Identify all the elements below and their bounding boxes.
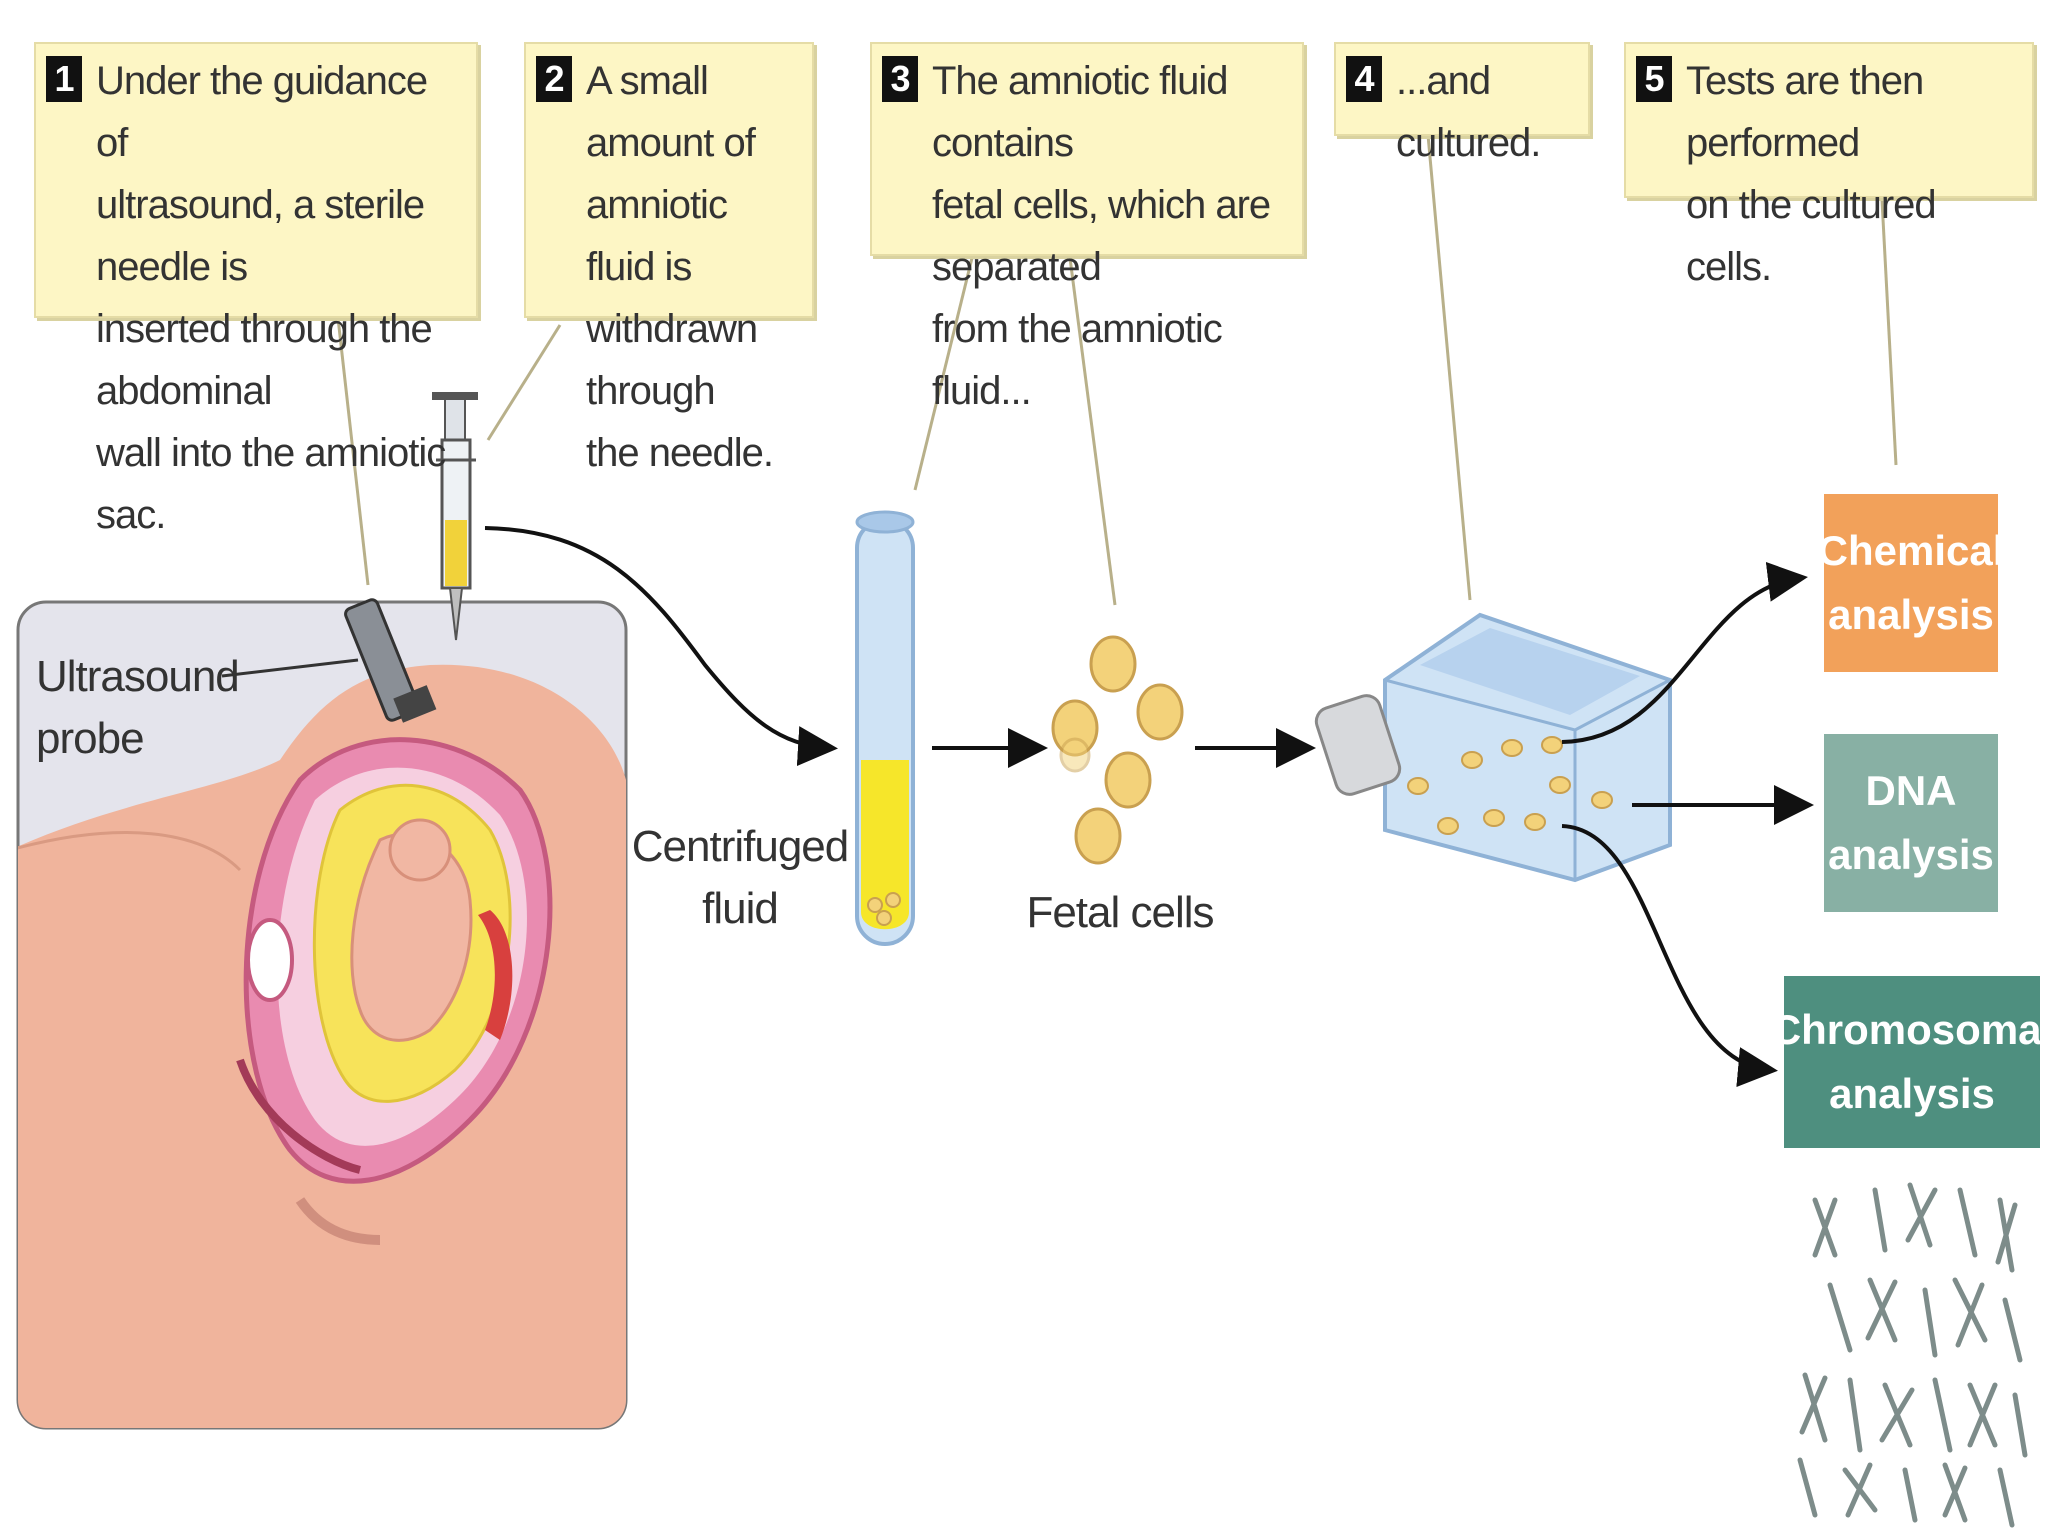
centrifuged-fluid-label: Centrifuged fluid xyxy=(631,822,849,933)
callout-lines xyxy=(336,134,1898,606)
chromosome-spread xyxy=(1797,1182,2028,1528)
fetal-cells-label: Fetal cells xyxy=(1026,888,1214,937)
step-number: 4 xyxy=(1346,56,1382,102)
step-text: Under the guidance of ultrasound, a ster… xyxy=(96,59,446,537)
dna-analysis-box: DNA analysis xyxy=(1824,734,1998,912)
step-3-callout: 3 The amniotic fluid contains fetal cell… xyxy=(870,42,1304,413)
ultrasound-probe-label: Ultrasound probe xyxy=(36,652,240,763)
ultrasound-probe xyxy=(344,598,437,723)
step-text: ...and cultured. xyxy=(1396,59,1541,165)
patient-panel xyxy=(16,598,628,1430)
arrow-syringe-to-tube xyxy=(484,526,838,767)
step-2-callout: 2 A small amount of amniotic fluid is wi… xyxy=(524,42,814,475)
step-text: Tests are then performed on the cultured… xyxy=(1686,59,1937,289)
fetal-cells xyxy=(1051,635,1184,865)
step-number: 5 xyxy=(1636,56,1672,102)
step-number: 1 xyxy=(46,56,82,102)
culture-flask xyxy=(1314,612,1672,883)
step-4-callout: 4 ...and cultured. xyxy=(1334,42,1590,165)
flow-arrows xyxy=(484,526,1814,1087)
step-1-callout: 1 Under the guidance of ultrasound, a st… xyxy=(34,42,478,537)
step-number: 2 xyxy=(536,56,572,102)
test-tube xyxy=(855,510,915,946)
arrow-to-chemical xyxy=(1561,562,1808,744)
fetus-shape xyxy=(350,832,473,1042)
step-5-callout: 5 Tests are then performed on the cultur… xyxy=(1624,42,2034,289)
arrow-to-chromosomal xyxy=(1561,824,1778,1087)
chemical-analysis-box: Chemical analysis xyxy=(1818,494,2004,672)
step-number: 3 xyxy=(882,56,918,102)
step-text: A small amount of amniotic fluid is with… xyxy=(586,59,774,475)
syringe xyxy=(432,392,478,641)
step-text: The amniotic fluid contains fetal cells,… xyxy=(932,59,1271,413)
chromosomal-analysis-box: Chromosomal analysis xyxy=(1771,976,2048,1148)
